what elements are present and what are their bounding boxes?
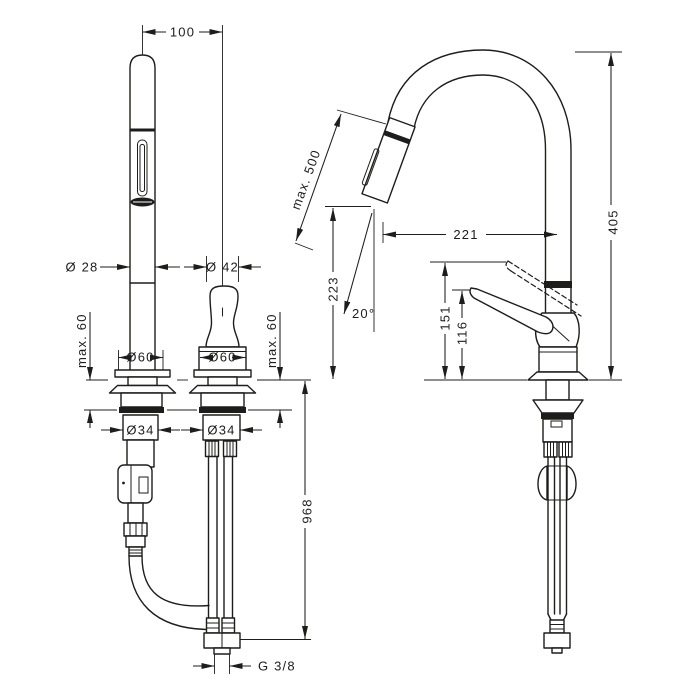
faucet-side-view [361,49,589,654]
hose-weight [537,465,577,501]
dim-base-diameter-left: Ø60 [118,350,163,365]
dim-label-spray-diameter: Ø 28 [66,260,99,275]
dim-shank-diameter-left: Ø34 [101,423,180,438]
lever-handle [469,287,554,335]
dimensions: 100 Ø 28 Ø 42 max. 60 max. 60 [66,25,622,674]
dim-handle-raised-height: 151 [430,261,506,379]
spray-hose-inner [141,555,210,607]
dim-spray-angle: 20° [343,209,375,332]
dim-label-total-height: 405 [606,209,621,234]
dim-deck-thickness-left: max. 60 [74,312,93,428]
dim-label-shank-diameter-right: Ø34 [207,423,235,438]
spray-hose-outer [128,555,207,631]
dim-label-spout-outlet-height: 223 [326,276,341,301]
dim-label-base-diameter-left: Ø60 [126,350,154,365]
dim-label-base-diameter-right: Ø60 [208,350,236,365]
dim-label-handle-raised-height: 151 [438,305,453,330]
dim-handle-diameter: Ø 42 [184,256,261,282]
dim-base-diameter-right: Ø60 [200,350,246,365]
spout-inner-curve [412,74,547,314]
dim-label-spout-reach: 221 [453,227,478,242]
dim-spray-diameter: Ø 28 [66,260,180,275]
dim-label-deck-thickness-right: max. 60 [264,313,279,368]
dim-connection-length: 968 [240,381,315,640]
dim-deck-thickness-right: max. 60 [264,312,283,428]
dim-label-thread-size: G 3/8 [258,659,296,674]
dim-label-spray-angle: 20° [352,306,375,321]
dim-spout-outlet-height: 223 [325,206,371,379]
dim-thread-size: G 3/8 [193,654,296,674]
dim-label-hole-spacing: 100 [170,25,195,40]
pullout-spray-column [108,25,210,631]
dim-label-handle-height: 116 [455,321,470,345]
lever-raised-position [505,260,582,317]
dim-spout-reach: 221 [382,222,557,243]
spout-outer-curve [387,49,572,351]
dim-hole-spacing: 100 [142,25,223,40]
dim-label-handle-diameter: Ø 42 [206,260,239,275]
dim-label-shank-diameter-left: Ø34 [126,423,154,438]
spray-head [361,116,416,204]
dim-shank-diameter-right: Ø34 [181,423,262,438]
handle-column [188,25,257,655]
dim-label-connection-length: 968 [300,498,315,523]
dim-handle-height: 116 [452,289,470,379]
dim-total-height: 405 [575,51,622,379]
dim-label-deck-thickness-left: max. 60 [74,313,89,368]
